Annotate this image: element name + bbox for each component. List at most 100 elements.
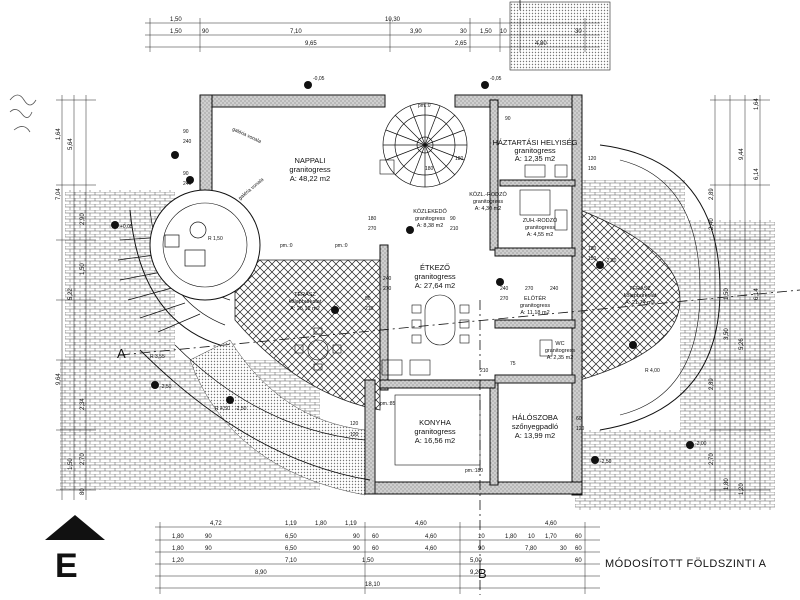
bottom-dim-30: 1,50 — [362, 558, 374, 564]
left-dim-11: 80 — [80, 488, 86, 495]
left-dim-5: 1,50 — [80, 263, 86, 275]
radius-bottom-label: R 4,50 — [215, 406, 230, 412]
right-dim-4: 2,89 — [709, 188, 715, 200]
bottom-dim-29: 7,10 — [285, 558, 297, 564]
right-dimensions — [710, 95, 770, 500]
right-dim-11: 2,70 — [709, 453, 715, 465]
bottom-dim-10: 90 — [353, 534, 360, 540]
dim-240-a: 240 — [183, 139, 192, 145]
svg-text:HÁLÓSZOBA: HÁLÓSZOBA — [512, 413, 558, 422]
svg-text:ÉTKEZŐ: ÉTKEZŐ — [420, 263, 450, 272]
left-dim-8: 2,34 — [80, 398, 86, 410]
svg-text:KÖZLEKEDŐ: KÖZLEKEDŐ — [413, 208, 447, 215]
drawing-title: MÓDOSÍTOTT FÖLDSZINTI A — [605, 557, 767, 570]
svg-text:WC: WC — [555, 341, 564, 347]
radius-terrace-label: R 3,55 — [150, 354, 165, 360]
dim-120-e: 120 — [576, 426, 585, 432]
right-dim-13: 1,20 — [739, 483, 745, 495]
left-dim-6: 5,22 — [68, 288, 74, 300]
left-dim-1: 1,64 — [56, 128, 62, 140]
top-dim-13: 4,80 — [535, 41, 547, 47]
bottom-dim-1: 4,72 — [210, 521, 222, 527]
level-left-lower: -2,50 — [160, 384, 172, 390]
svg-text:A: 4,30 m2: A: 4,30 m2 — [475, 206, 502, 212]
left-dim-4: 2,90 — [80, 213, 86, 225]
bottom-dim-4: 1,19 — [345, 521, 357, 527]
top-dim-7: 30 — [460, 29, 467, 35]
dim-210-b: 210 — [365, 306, 374, 312]
dim-270-d: 270 — [383, 286, 392, 292]
bottom-dim-7: 1,80 — [172, 534, 184, 540]
level-right-upper: -2,20 — [605, 258, 617, 264]
right-dim-7: 1,50 — [724, 288, 730, 300]
dim-210-c: 210 — [480, 368, 489, 374]
bottom-dim-33: 8,90 — [255, 570, 267, 576]
top-dim-5: 7,10 — [290, 29, 302, 35]
bottom-dim-23: 4,60 — [425, 546, 437, 552]
top-dim-1: 1,50 — [170, 17, 182, 23]
bottom-dim-18: 1,80 — [172, 546, 184, 552]
room-halo: HÁLÓSZOBA szőnyegpadló A: 13,99 m2 — [512, 413, 558, 440]
left-dim-10: 1,50 — [68, 458, 74, 470]
section-b-label: B — [478, 566, 487, 581]
level-top-left: -0,05 — [313, 76, 325, 82]
dim-120-d: 120 — [350, 432, 359, 438]
terrace-right — [579, 209, 681, 381]
level-pm0-c: pm.:0 — [418, 103, 431, 109]
bottom-dim-9: 6,50 — [285, 534, 297, 540]
dim-90-d: 90 — [365, 296, 371, 302]
svg-text:KONYHA: KONYHA — [419, 418, 451, 427]
bottom-dim-22: 60 — [372, 546, 379, 552]
top-dim-9: 10 — [500, 29, 507, 35]
building-walls — [199, 94, 583, 496]
dim-270-b: 270 — [500, 296, 509, 302]
room-terasz-left: TERASZ kőlapburkolat A: 25,12 m2 — [289, 292, 322, 312]
left-dim-3: 7,04 — [56, 188, 62, 200]
room-eloter: ELŐTÉR granitogress A: 11,18 m2 — [520, 295, 551, 316]
level-top-stair: -0,05 — [490, 76, 502, 82]
svg-text:granitogress: granitogress — [414, 427, 456, 436]
top-dimensions — [145, 18, 600, 52]
top-dim-6: 3,90 — [410, 29, 422, 35]
section-lines — [119, 0, 800, 595]
spiral-staircase — [382, 102, 468, 188]
svg-text:ZUH.-RODZÓ: ZUH.-RODZÓ — [523, 217, 558, 224]
level-pm0-a: pm.:0 — [280, 243, 293, 249]
dim-120-b: 120 — [588, 246, 597, 252]
svg-text:granitogress: granitogress — [473, 199, 504, 205]
dim-180-c: 180 — [455, 156, 464, 162]
bottom-dim-26: 30 — [560, 546, 567, 552]
level-markers — [111, 81, 694, 464]
top-dim-3: 1,50 — [170, 29, 182, 35]
dim-240-d: 240 — [550, 286, 559, 292]
level-bottom-right: -2,50 — [600, 459, 612, 465]
bottom-dim-34: 9,20 — [470, 570, 482, 576]
bottom-dim-31: 5,00 — [470, 558, 482, 564]
svg-text:kőlapburkolat: kőlapburkolat — [624, 293, 657, 299]
room-etkezo: ÉTKEZŐ granitogress A: 27,64 m2 — [414, 263, 456, 290]
svg-text:granitogress: granitogress — [289, 165, 331, 174]
svg-text:granitogress: granitogress — [545, 348, 576, 354]
svg-text:granitogress: granitogress — [514, 146, 556, 155]
handwritten-note — [9, 94, 37, 133]
svg-text:szőnyegpadló: szőnyegpadló — [512, 422, 558, 431]
svg-text:A: 27,64 m2: A: 27,64 m2 — [415, 281, 455, 290]
svg-text:A: 13,99 m2: A: 13,99 m2 — [515, 431, 555, 440]
bottom-dim-3: 1,80 — [315, 521, 327, 527]
svg-text:granitogress: granitogress — [414, 272, 456, 281]
dim-75: 75 — [510, 361, 516, 367]
svg-text:A: 12,35 m2: A: 12,35 m2 — [515, 154, 555, 163]
room-wc: WC granitogress A: 2,35 m2 — [545, 341, 576, 361]
svg-text:TERASZ: TERASZ — [629, 286, 651, 292]
dim-180-a: 180 — [368, 216, 377, 222]
bottom-dim-16: 1,70 — [545, 534, 557, 540]
dim-90-c: 90 — [450, 216, 456, 222]
room-haztartasi: HÁZTARTÁSI HELYISÉG granitogress A: 12,3… — [492, 138, 577, 163]
right-dim-1: 1,64 — [754, 98, 760, 110]
radius-right-label: R 4,00 — [645, 368, 660, 374]
round-bay — [149, 189, 261, 301]
level-pm0-b: pm.:0 — [335, 243, 348, 249]
bottom-dim-15: 10 — [528, 534, 535, 540]
svg-text:granitogress: granitogress — [520, 303, 551, 309]
svg-text:kőlapburkolat: kőlapburkolat — [289, 299, 322, 305]
